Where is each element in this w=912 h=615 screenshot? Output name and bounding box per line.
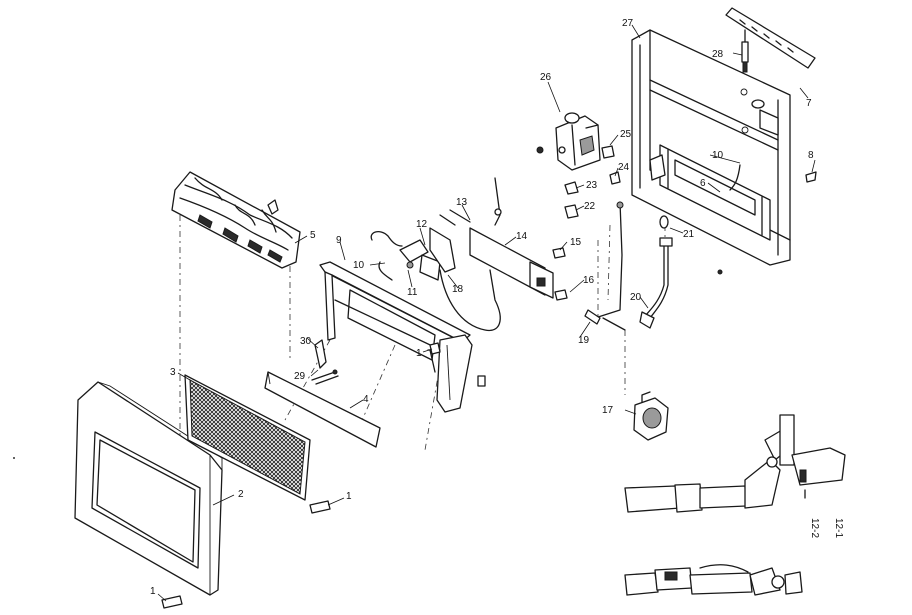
label-11: 11 [407, 287, 418, 298]
label-4: 4 [363, 394, 369, 405]
label-1-middle: 1 [346, 491, 352, 502]
label-1-bottom: 1 [150, 586, 156, 597]
manifold-detail-12-1 [624, 414, 846, 513]
speck [13, 457, 15, 459]
screw-part-8 [805, 171, 817, 183]
grille-screen-part-3 [184, 374, 311, 501]
label-13: 13 [456, 197, 468, 208]
label-16: 16 [583, 275, 595, 286]
clips-part-29-30 [311, 339, 339, 385]
thermocouple-part-19 [584, 201, 626, 331]
top-bracket-part-7 [725, 7, 816, 69]
pilot-assembly-parts-10-18 [370, 209, 501, 332]
leader-lines [157, 24, 816, 602]
label-27: 27 [622, 18, 634, 29]
deflector-part-4 [264, 371, 381, 448]
label-10-right: 10 [712, 150, 724, 161]
label-28: 28 [712, 49, 724, 60]
gas-valve-part-26 [536, 112, 601, 171]
label-26: 26 [540, 72, 552, 83]
label-15: 15 [570, 237, 582, 248]
label-12: 12 [416, 219, 428, 230]
label-14: 14 [516, 231, 528, 242]
regulator-part-17 [633, 391, 669, 441]
label-10-left: 10 [353, 260, 365, 271]
screws-part-1 [161, 342, 441, 609]
label-8: 8 [808, 150, 814, 161]
manifold-detail-12-2 [624, 564, 803, 596]
label-18: 18 [452, 284, 464, 295]
burner-log-part-5 [171, 171, 301, 269]
label-17: 17 [602, 405, 614, 416]
label-21: 21 [683, 229, 695, 240]
label-12-2: 12-2 [809, 518, 820, 538]
label-20: 20 [630, 292, 642, 303]
fittings [552, 145, 669, 301]
rear-housing-part-27 [631, 29, 791, 275]
label-5: 5 [310, 230, 316, 241]
igniter-part-28 [741, 29, 749, 73]
tube-assembly-part-13-14 [469, 177, 554, 299]
burner-frame-part-9 [319, 261, 486, 413]
part-labels: 1 2 3 4 5 6 7 8 9 10 10 11 12 13 14 15 1… [150, 18, 844, 597]
label-3: 3 [170, 367, 176, 378]
label-22: 22 [584, 201, 596, 212]
label-7: 7 [806, 98, 812, 109]
label-2: 2 [238, 489, 244, 500]
label-23: 23 [586, 180, 598, 191]
front-panel-part-2 [74, 381, 223, 596]
label-25: 25 [620, 129, 632, 140]
label-30: 30 [300, 336, 312, 347]
fuel-line-part-20 [639, 237, 673, 329]
label-24: 24 [618, 162, 630, 173]
label-29: 29 [294, 371, 306, 382]
label-1-frame: 1 [416, 348, 422, 359]
label-19: 19 [578, 335, 590, 346]
label-12-1: 12-1 [833, 518, 844, 538]
label-9: 9 [336, 235, 342, 246]
label-6: 6 [700, 178, 706, 189]
